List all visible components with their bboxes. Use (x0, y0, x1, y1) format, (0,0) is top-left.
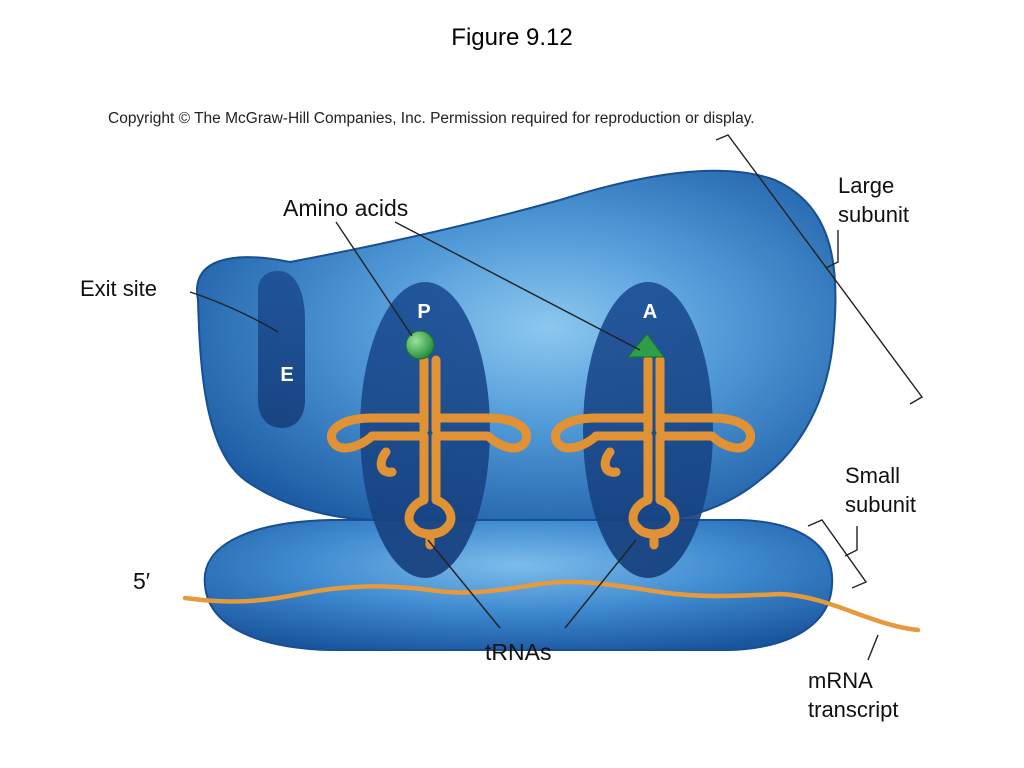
five-prime-label: 5′ (133, 568, 150, 594)
mrna-label-2: transcript (808, 697, 898, 722)
trnas-label: tRNAs (485, 639, 551, 665)
amino-acids-label: Amino acids (283, 195, 408, 221)
figure-title: Figure 9.12 (451, 24, 573, 51)
large-subunit-label-1: Large (838, 173, 894, 198)
exit-channel (258, 270, 305, 428)
amino-acid-a-site (626, 333, 665, 358)
p-site-label: P (417, 301, 430, 323)
exit-site-label: Exit site (80, 276, 157, 301)
mrna-strand (182, 579, 921, 633)
small-subunit-label-2: subunit (845, 492, 916, 517)
leader-lines (189, 134, 924, 661)
amino-acid-p-site (405, 330, 435, 360)
a-site-label: A (643, 301, 657, 323)
trna-p-site (326, 355, 532, 550)
large-subunit-label-2: subunit (838, 202, 909, 227)
mrna-label-1: mRNA (808, 668, 873, 693)
small-subunit-label-1: Small (845, 463, 900, 488)
e-site-label: E (280, 364, 293, 386)
copyright-notice: Copyright © The McGraw-Hill Companies, I… (108, 110, 755, 127)
trna-a-site (550, 355, 756, 550)
